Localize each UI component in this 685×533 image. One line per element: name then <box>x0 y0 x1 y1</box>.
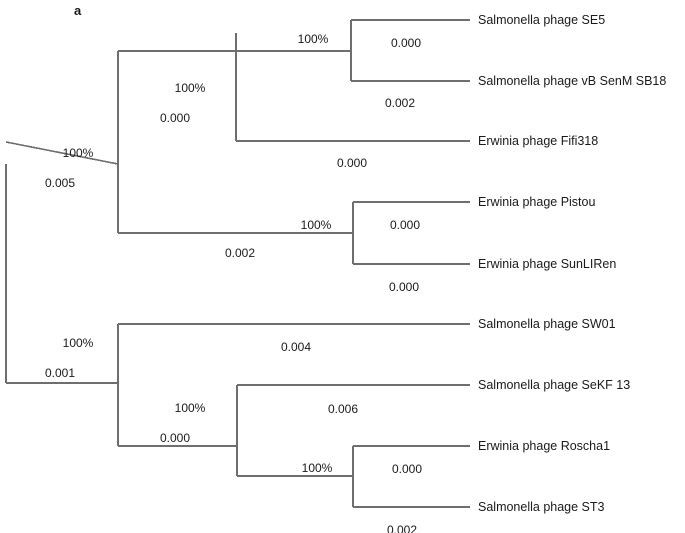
leaf-label: Erwinia phage SunLIRen <box>478 257 617 271</box>
leaf-label: Erwinia phage Roscha1 <box>478 439 611 453</box>
bootstrap-support-label: 100% <box>62 146 94 160</box>
bootstrap-support-label: 100% <box>62 336 94 350</box>
bootstrap-support-label: 100% <box>174 401 206 415</box>
branch-distance-label: 0.001 <box>44 366 76 380</box>
branch-distance-label: 0.000 <box>391 462 423 476</box>
branch-distance-label: 0.000 <box>389 218 421 232</box>
bootstrap-support-label: 100% <box>297 32 329 46</box>
branch-distance-label: 0.000 <box>336 156 368 170</box>
branch-distance-label: 0.000 <box>390 36 422 50</box>
panel-label-a: a <box>74 3 82 18</box>
branch-distance-label: 0.005 <box>44 176 76 190</box>
branch-distance-label: 0.002 <box>386 523 418 533</box>
leaf-label: Erwinia phage Fifi318 <box>478 134 599 148</box>
leaf-label: Salmonella phage SE5 <box>478 13 606 27</box>
leaf-label: Salmonella phage SeKF 13 <box>478 378 631 392</box>
leaf-label: Salmonella phage SW01 <box>478 317 616 331</box>
leaf-label: Salmonella phage ST3 <box>478 500 605 514</box>
leaf-label: Erwinia phage Pistou <box>478 195 596 209</box>
bootstrap-support-label: 100% <box>301 461 333 475</box>
branch-root-to-upper <box>5 141 119 165</box>
branch-distance-label: 0.000 <box>388 280 420 294</box>
bootstrap-support-label: 100% <box>174 81 206 95</box>
branch-distance-label: 0.006 <box>327 402 359 416</box>
branch-distance-label: 0.004 <box>280 340 312 354</box>
branch-distance-label: 0.002 <box>224 246 256 260</box>
bootstrap-support-label: 100% <box>300 218 332 232</box>
leaf-label: Salmonella phage vB SenM SB18 <box>478 74 667 88</box>
branch-distance-label: 0.000 <box>159 111 191 125</box>
branch-distance-label: 0.002 <box>384 96 416 110</box>
branch-distance-label: 0.000 <box>159 431 191 445</box>
